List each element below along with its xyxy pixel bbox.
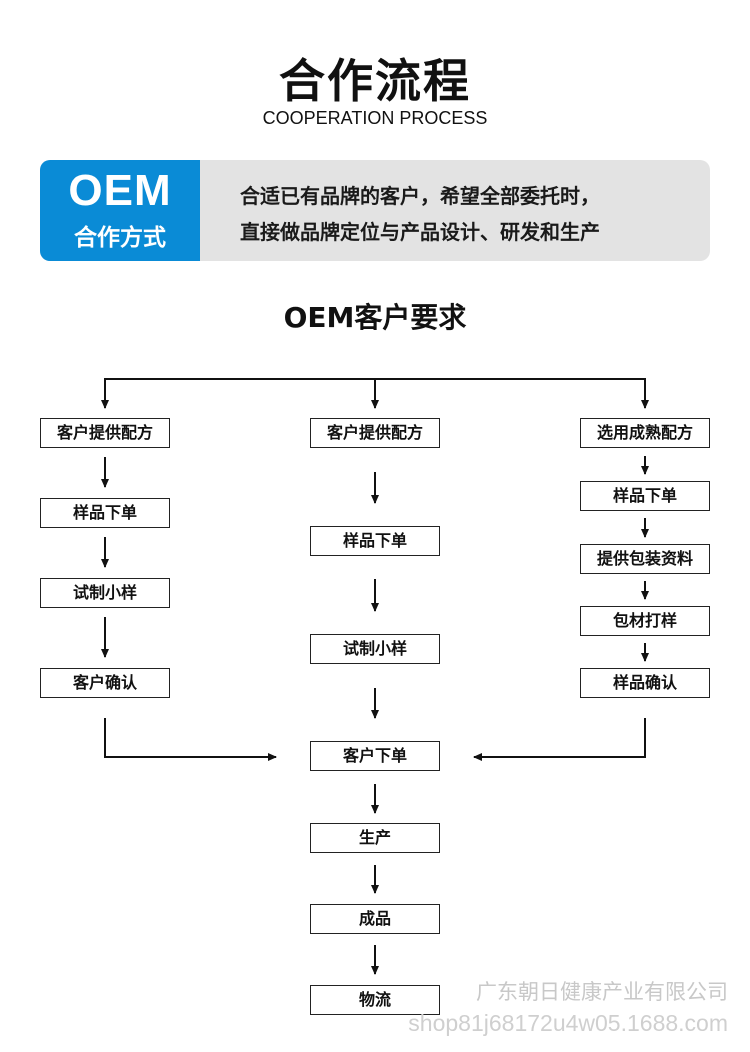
right-step-packaging-info: 提供包装资料	[580, 544, 710, 574]
oem-description: 合适已有品牌的客户，希望全部委托时， 直接做品牌定位与产品设计、研发和生产	[240, 178, 700, 250]
oem-badge-title: OEM	[68, 166, 172, 215]
bottom-step-logistics: 物流	[310, 985, 440, 1015]
middle-step-trial-sample: 试制小样	[310, 634, 440, 664]
page-title: 合作流程	[279, 54, 471, 108]
left-step-customer-confirm: 客户确认	[40, 668, 170, 698]
bottom-step-production: 生产	[310, 823, 440, 853]
right-merge-arrow	[473, 718, 646, 761]
left-step-trial-sample: 试制小样	[40, 578, 170, 608]
left-step-sample-order: 样品下单	[40, 498, 170, 528]
oem-description-line-1: 合适已有品牌的客户，希望全部委托时，	[240, 184, 600, 208]
right-step-select-formula: 选用成熟配方	[580, 418, 710, 448]
watermark-url: shop81j68172u4w05.1688.com	[408, 1010, 728, 1036]
oem-badge: OEM 合作方式	[40, 160, 200, 261]
page-subtitle: COOPERATION PROCESS	[262, 108, 488, 128]
left-merge-arrow	[104, 718, 277, 761]
bottom-step-customer-order: 客户下单	[310, 741, 440, 771]
section-title: OEM客户要求	[283, 301, 467, 334]
oem-badge-subtitle: 合作方式	[74, 225, 166, 251]
oem-description-line-2: 直接做品牌定位与产品设计、研发和生产	[240, 220, 600, 244]
right-step-packaging-proof: 包材打样	[580, 606, 710, 636]
watermark-company: 广东朝日健康产业有限公司	[476, 980, 728, 1004]
oem-banner: OEM 合作方式 合适已有品牌的客户，希望全部委托时， 直接做品牌定位与产品设计…	[40, 160, 710, 261]
bottom-step-finished-product: 成品	[310, 904, 440, 934]
right-step-sample-order: 样品下单	[580, 481, 710, 511]
left-step-provide-formula: 客户提供配方	[40, 418, 170, 448]
middle-step-sample-order: 样品下单	[310, 526, 440, 556]
right-step-sample-confirm: 样品确认	[580, 668, 710, 698]
middle-step-provide-formula: 客户提供配方	[310, 418, 440, 448]
